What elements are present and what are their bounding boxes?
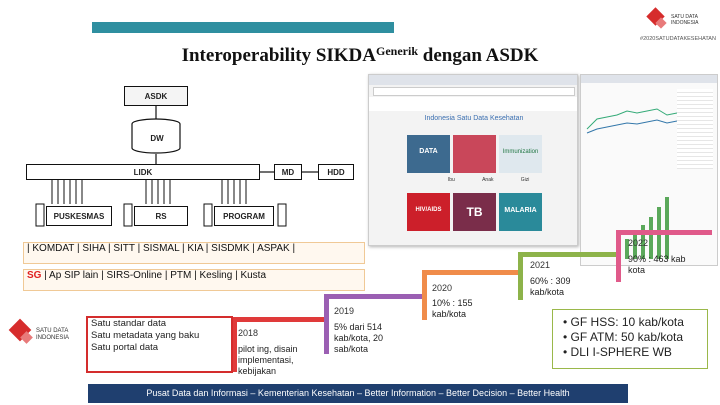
dashboard-table	[677, 89, 713, 169]
step-2019-line-3: sab/kota	[334, 344, 383, 355]
step-2019-line-1: 5% dari 514	[334, 322, 383, 333]
step-2020-bar	[422, 270, 518, 275]
step-2020-year: 2020	[432, 283, 452, 293]
step-2018-text: pilot ing, disain implementasi, kebijaka…	[238, 344, 298, 377]
funding-item-1-text: GF HSS: 10 kab/kota	[571, 315, 684, 329]
source-systems-strip-2: SG | Ap SIP lain | SIRS-Online | PTM | K…	[23, 269, 365, 291]
footer-bar: Pusat Data dan Informasi – Kementerian K…	[88, 384, 628, 403]
step-2022-line-2: kota	[628, 265, 686, 276]
step-2020-text: 10% : 155 kab/kota	[432, 298, 473, 320]
tile-data-label: DATA	[407, 148, 450, 155]
tile-hiv-label: HIV/AIDS	[407, 207, 450, 213]
dashboard-screenshot	[580, 74, 718, 266]
step-2018-year: 2018	[238, 328, 258, 338]
lidk-box: LIDK	[26, 164, 260, 180]
browser-tabs	[369, 75, 577, 85]
puskesmas-box: PUSKESMAS	[46, 206, 112, 226]
funding-box: • GF HSS: 10 kab/kota • GF ATM: 50 kab/k…	[552, 309, 708, 369]
step-2020-riser	[422, 270, 427, 320]
principle-1: Satu standar data	[88, 318, 231, 330]
principle-2: Satu metadata yang baku	[88, 330, 231, 342]
program-box: PROGRAM	[214, 206, 274, 226]
hashtag-tagline: #2020SATUDATAKESEHATAN	[636, 36, 720, 43]
step-2018-line-1: pilot ing, disain	[238, 344, 298, 355]
principles-box: Satu standar data Satu metadata yang bak…	[86, 316, 233, 373]
sg-label: SG	[27, 270, 41, 281]
step-2018-line-2: implementasi,	[238, 355, 298, 366]
dashboard-bar-chart	[585, 179, 713, 259]
step-2020-line-1: 10% : 155	[432, 298, 473, 309]
portal-screenshot: Indonesia Satu Data Kesehatan DATA Immun…	[368, 74, 578, 246]
tile-label-1: Ibu	[448, 177, 455, 189]
funding-item-1: • GF HSS: 10 kab/kota	[553, 315, 707, 330]
portal-nav	[369, 97, 577, 111]
step-2022-line-1: 90% : 463 kab	[628, 254, 686, 265]
tile-tb[interactable]: TB	[453, 193, 496, 231]
tile-malaria[interactable]: MALARIA	[499, 193, 542, 231]
dw-label: DW	[142, 130, 172, 146]
tile-label-2: Anak	[482, 177, 493, 189]
tile-immunization-label: Immunization	[499, 149, 542, 155]
step-2022-year: 2022	[628, 238, 648, 248]
hdd-box: HDD	[318, 164, 354, 180]
portal-banner: Indonesia Satu Data Kesehatan	[419, 115, 529, 125]
step-2021-year: 2021	[530, 260, 550, 270]
satu-data-logo-bottom: SATU DATA INDONESIA	[2, 316, 82, 356]
step-2021-riser	[518, 252, 523, 300]
strip2-text: | Ap SIP lain | SIRS-Online | PTM | Kesl…	[41, 270, 266, 281]
step-2020-line-2: kab/kota	[432, 309, 473, 320]
dashboard-toolbar	[581, 75, 717, 83]
title-accent-bar	[92, 22, 394, 33]
step-2021-bar	[518, 252, 616, 257]
rs-box: RS	[134, 206, 188, 226]
step-2019-year: 2019	[334, 306, 354, 316]
funding-item-2-text: GF ATM: 50 kab/kota	[571, 330, 684, 344]
logo-text: SATU DATA INDONESIA	[36, 328, 82, 342]
step-2019-riser	[324, 294, 329, 354]
tile-label-3: Gizi	[521, 177, 530, 189]
step-2018-bar	[232, 317, 324, 322]
tile-labels: Ibu Anak Gizi	[407, 177, 543, 189]
logo-text: SATU DATA INDONESIA	[671, 14, 711, 26]
tile-maternal[interactable]	[453, 135, 496, 173]
funding-item-3-text: DLI I-SPHERE WB	[571, 345, 672, 359]
step-2022-text: 90% : 463 kab kota	[628, 254, 686, 276]
tile-malaria-label: MALARIA	[499, 207, 542, 214]
step-2022-riser	[616, 230, 621, 282]
step-2021-line-2: kab/kota	[530, 287, 571, 298]
step-2019-text: 5% dari 514 kab/kota, 20 sab/kota	[334, 322, 383, 355]
funding-item-2: • GF ATM: 50 kab/kota	[553, 330, 707, 345]
slide-title: Interoperability SIKDAGenerik dengan ASD…	[0, 44, 720, 67]
principle-3: Satu portal data	[88, 342, 231, 354]
satu-data-logo: SATU DATA INDONESIA	[645, 6, 717, 62]
step-2022-bar	[616, 230, 712, 235]
tile-immunization[interactable]: Immunization	[499, 135, 542, 173]
tile-tb-label: TB	[453, 205, 496, 219]
funding-item-3: • DLI I-SPHERE WB	[553, 345, 707, 360]
step-2019-line-2: kab/kota, 20	[334, 333, 383, 344]
step-2021-text: 60% : 309 kab/kota	[530, 276, 571, 298]
architecture-diagram: ASDK DW LIDK MD HDD PUSKESMAS RS PROGRAM	[24, 80, 364, 238]
tile-data[interactable]: DATA	[407, 135, 450, 173]
tile-hiv[interactable]: HIV/AIDS	[407, 193, 450, 231]
step-2019-bar	[324, 294, 422, 299]
step-2018-line-3: kebijakan	[238, 366, 298, 377]
browser-address-bar[interactable]	[373, 87, 575, 96]
step-2021-line-1: 60% : 309	[530, 276, 571, 287]
source-systems-strip-1: | KOMDAT | SIHA | SITT | SISMAL | KIA | …	[23, 242, 365, 264]
md-box: MD	[274, 164, 302, 180]
